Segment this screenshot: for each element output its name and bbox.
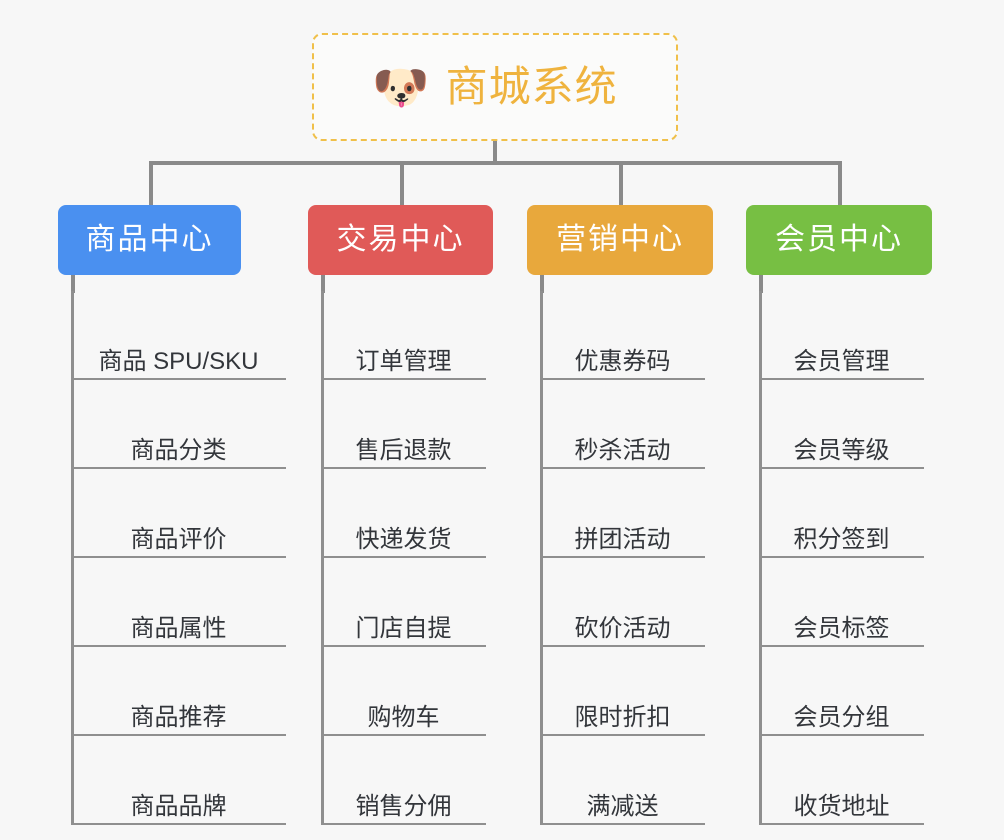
leaf-item[interactable]: 限时折扣 bbox=[540, 647, 705, 736]
leaf-item[interactable]: 会员分组 bbox=[759, 647, 924, 736]
leaf-label: 限时折扣 bbox=[574, 703, 671, 731]
leaf-item[interactable]: 订单管理 bbox=[321, 291, 486, 380]
leaf-item[interactable]: 秒杀活动 bbox=[540, 380, 705, 469]
leaf-item[interactable]: 销售分佣 bbox=[321, 736, 486, 825]
root-title: 商城系统 bbox=[445, 63, 618, 110]
leaf-item[interactable]: 购物车 bbox=[321, 647, 486, 736]
leaf-label: 购物车 bbox=[367, 703, 440, 731]
leaf-item[interactable]: 售后退款 bbox=[321, 380, 486, 469]
connector-drop-product-center bbox=[149, 161, 153, 205]
connector-stub-product-center bbox=[71, 275, 75, 293]
leaf-trunk-product-center bbox=[71, 291, 74, 825]
leaf-item[interactable]: 优惠券码 bbox=[540, 291, 705, 380]
leaf-label: 商品 SPU/SKU bbox=[98, 347, 259, 375]
leaf-item[interactable]: 快递发货 bbox=[321, 469, 486, 558]
branch-box-marketing-center[interactable]: 营销中心 bbox=[527, 205, 713, 275]
root-node[interactable]: 🐶 商城系统 bbox=[312, 33, 678, 141]
branch-box-member-center[interactable]: 会员中心 bbox=[746, 205, 932, 275]
leaf-label: 门店自提 bbox=[355, 614, 452, 642]
leaf-item[interactable]: 会员标签 bbox=[759, 558, 924, 647]
leaf-trunk-marketing-center bbox=[540, 291, 543, 825]
leaf-label: 会员分组 bbox=[793, 703, 890, 731]
leaf-label: 商品品牌 bbox=[130, 792, 227, 820]
leaf-label: 销售分佣 bbox=[355, 792, 452, 820]
leaf-label: 优惠券码 bbox=[574, 347, 671, 375]
leaf-label: 售后退款 bbox=[355, 436, 452, 464]
leaf-label: 会员等级 bbox=[793, 436, 890, 464]
branch-label-product-center: 商品中心 bbox=[85, 223, 214, 256]
leaf-label: 收货地址 bbox=[793, 792, 890, 820]
leaf-item[interactable]: 门店自提 bbox=[321, 558, 486, 647]
shiba-dog-face-icon: 🐶 bbox=[372, 61, 430, 113]
leaf-item[interactable]: 积分签到 bbox=[759, 469, 924, 558]
leaf-item[interactable]: 商品 SPU/SKU bbox=[71, 291, 286, 380]
leaf-item[interactable]: 满减送 bbox=[540, 736, 705, 825]
leaf-label: 砍价活动 bbox=[574, 614, 671, 642]
leaf-trunk-trade-center bbox=[321, 291, 324, 825]
branch-box-trade-center[interactable]: 交易中心 bbox=[308, 205, 493, 275]
connector-stub-trade-center bbox=[321, 275, 325, 293]
leaf-label: 商品评价 bbox=[130, 525, 227, 553]
connector-stub-member-center bbox=[759, 275, 763, 293]
leaf-label: 满减送 bbox=[586, 792, 659, 820]
leaf-label: 商品属性 bbox=[130, 614, 227, 642]
connector-stub-marketing-center bbox=[540, 275, 544, 293]
leaf-label: 秒杀活动 bbox=[574, 436, 671, 464]
leaf-item[interactable]: 商品分类 bbox=[71, 380, 286, 469]
leaf-item[interactable]: 拼团活动 bbox=[540, 469, 705, 558]
connector-horizontal-bus bbox=[149, 161, 842, 165]
leaf-label: 商品推荐 bbox=[130, 703, 227, 731]
leaf-item[interactable]: 会员等级 bbox=[759, 380, 924, 469]
leaf-item[interactable]: 商品推荐 bbox=[71, 647, 286, 736]
branch-box-product-center[interactable]: 商品中心 bbox=[58, 205, 241, 275]
leaf-item[interactable]: 商品评价 bbox=[71, 469, 286, 558]
branch-label-member-center: 会员中心 bbox=[775, 223, 903, 256]
connector-drop-trade-center bbox=[400, 161, 404, 205]
leaf-label: 快递发货 bbox=[355, 525, 452, 553]
leaf-item[interactable]: 会员管理 bbox=[759, 291, 924, 380]
leaf-trunk-member-center bbox=[759, 291, 762, 825]
branch-label-marketing-center: 营销中心 bbox=[556, 223, 684, 256]
connector-drop-member-center bbox=[838, 161, 842, 205]
branch-label-trade-center: 交易中心 bbox=[336, 223, 465, 256]
connector-root-stem bbox=[493, 141, 497, 163]
leaf-label: 会员标签 bbox=[793, 614, 890, 642]
leaf-label: 拼团活动 bbox=[574, 525, 671, 553]
leaf-label: 会员管理 bbox=[793, 347, 890, 375]
leaf-item[interactable]: 砍价活动 bbox=[540, 558, 705, 647]
connector-drop-marketing-center bbox=[619, 161, 623, 205]
leaf-item[interactable]: 商品品牌 bbox=[71, 736, 286, 825]
leaf-label: 商品分类 bbox=[130, 436, 227, 464]
leaf-label: 订单管理 bbox=[355, 347, 452, 375]
leaf-label: 积分签到 bbox=[793, 525, 890, 553]
leaf-item[interactable]: 收货地址 bbox=[759, 736, 924, 825]
leaf-item[interactable]: 商品属性 bbox=[71, 558, 286, 647]
